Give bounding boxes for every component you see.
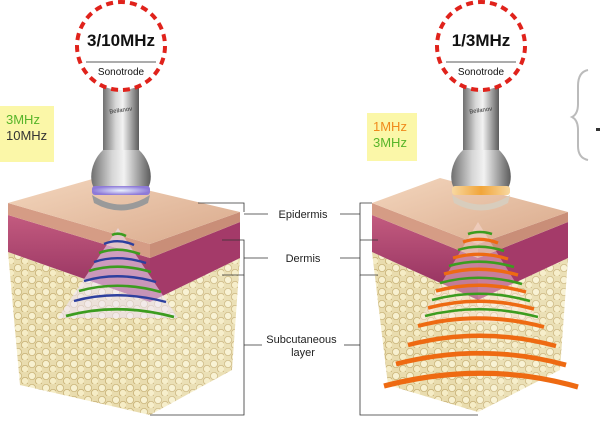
- left-wave-5: [88, 265, 152, 274]
- left-bracket-subcutaneous: [150, 275, 245, 416]
- right-probe-base: [452, 195, 510, 211]
- right-orange-wave-3: [443, 267, 519, 277]
- left-frequency-box: 3MHz 10MHz: [0, 106, 54, 162]
- right-epidermis-right-face: [478, 212, 568, 258]
- left-bracket-dermis: [222, 239, 245, 276]
- left-epidermis-right-face: [150, 212, 240, 258]
- right-sonotrode-label: Sonotrode: [458, 67, 505, 78]
- left-wave-4: [93, 257, 147, 265]
- right-orange-wave-7: [407, 333, 557, 349]
- left-skin-top: [8, 178, 240, 244]
- right-frequency-label: 1/3MHz: [452, 31, 511, 50]
- left-dashed-ring: [75, 0, 167, 92]
- right-bracket-subcutaneous: [359, 275, 478, 416]
- right-skin-top: [372, 178, 568, 244]
- right-frequency-callout: 1/3MHz Sonotrode: [435, 0, 527, 92]
- right-orange-wave-1: [462, 237, 499, 245]
- right-box-line-2: 3MHz: [373, 135, 407, 150]
- left-wave-9: [65, 307, 175, 319]
- right-orange-wave-2: [452, 252, 509, 261]
- right-frequency-box: 1MHz 3MHz: [367, 113, 417, 161]
- right-probe-emitter-ring: [452, 186, 510, 195]
- left-probe-emitter-ring: [92, 186, 150, 195]
- right-green-wave-6: [424, 307, 539, 319]
- left-dermis-right-face: [150, 222, 240, 302]
- right-probe-brand: Bellanov: [469, 106, 493, 115]
- left-box-line-1: 3MHz: [6, 112, 40, 127]
- left-wave-3: [98, 248, 141, 256]
- left-probe-base: [92, 195, 150, 211]
- right-orange-wave-9: [383, 370, 579, 390]
- right-green-wave-2: [457, 245, 505, 253]
- right-dashed-ring: [435, 0, 527, 92]
- right-green-wave-5: [431, 292, 531, 303]
- right-sonotrode: Bellanov: [451, 75, 511, 211]
- right-wave-cone: [383, 222, 579, 390]
- left-wave-2: [103, 240, 135, 247]
- right-probe-neck: [463, 80, 499, 162]
- left-probe-brand: Bellanov: [109, 106, 133, 115]
- left-wave-7: [78, 284, 162, 294]
- left-wave-6: [83, 275, 157, 284]
- right-green-wave-4: [439, 276, 523, 286]
- right-box-line-1: 1MHz: [373, 119, 407, 134]
- right-orange-wave-8: [395, 350, 567, 368]
- right-dermis-left-face: [372, 215, 478, 300]
- edge-mark: [596, 128, 600, 131]
- right-probe-head: [451, 150, 511, 188]
- left-frequency-label: 3/10MHz: [87, 31, 155, 50]
- left-fat-right-face: [150, 258, 240, 415]
- right-orange-wave-6: [417, 316, 545, 329]
- left-box-line-2: 10MHz: [6, 128, 48, 143]
- left-probe-head: [91, 150, 151, 188]
- right-orange-wave-5: [427, 299, 535, 311]
- left-wave-cone: [58, 228, 178, 319]
- left-sonotrode: Bellanov: [91, 75, 151, 211]
- left-probe-neck: [103, 80, 139, 162]
- left-sonotrode-label: Sonotrode: [98, 67, 145, 78]
- dermis-label: Dermis: [286, 253, 321, 265]
- subcutaneous-label: Subcutaneous layer: [266, 334, 339, 359]
- left-wave-1: [111, 232, 127, 238]
- right-bracket-epidermis: [359, 202, 372, 240]
- left-frequency-callout: 3/10MHz Sonotrode: [75, 0, 167, 92]
- epidermis-label: Epidermis: [279, 209, 328, 221]
- right-green-wave-1: [467, 230, 493, 236]
- right-green-wave-3: [448, 260, 515, 269]
- brace-fragment: [569, 69, 589, 161]
- left-bracket-epidermis: [198, 202, 245, 212]
- right-epidermis-left-face: [372, 203, 478, 258]
- layer-callouts: [150, 202, 478, 416]
- left-cone-glow: [58, 228, 178, 318]
- left-wave-8: [73, 294, 167, 304]
- right-orange-wave-4: [435, 283, 527, 294]
